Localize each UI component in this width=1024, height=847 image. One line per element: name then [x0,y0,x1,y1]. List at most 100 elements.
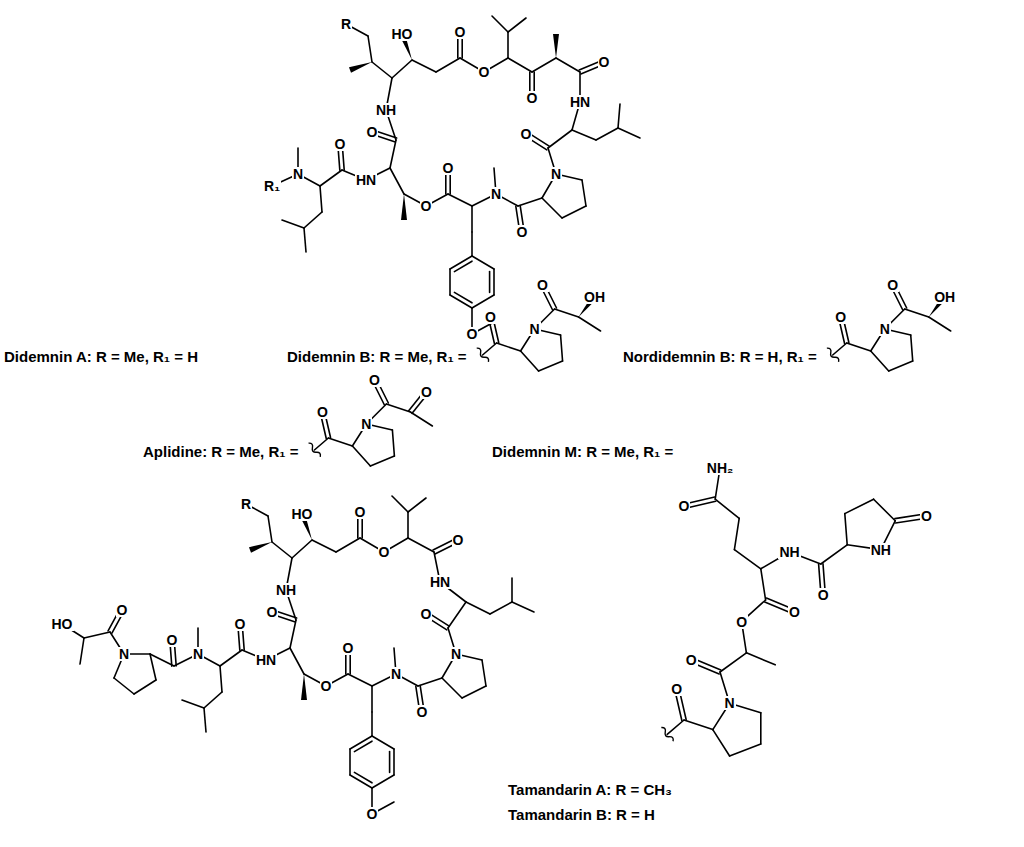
atom-label: R [340,17,352,31]
atom-label: O [368,373,381,387]
atom-label: HO [51,617,74,631]
single-bond [407,512,409,538]
atom-label: O [234,617,247,631]
single-bond [392,60,412,78]
single-bond [304,228,306,252]
atom-label: N [490,187,502,201]
single-bond [386,404,410,412]
atom-label: N [550,167,562,181]
single-bond [511,578,513,602]
wedge-bond [249,542,272,553]
atom-label: O [378,545,391,559]
single-bond [508,58,532,72]
single-bond [336,538,360,552]
atom-label: O [536,278,549,292]
single-bond [466,602,490,614]
atom-label: O [316,405,329,419]
single-bond [349,749,351,775]
single-bond [845,514,847,545]
single-bond [492,16,508,32]
atom-label: O [484,310,497,324]
aromatic-bond [354,772,372,782]
wedge-bond [401,194,407,220]
single-bond [368,36,372,62]
single-bond [911,335,913,361]
single-bond [542,198,562,218]
atom-label: HO [391,27,414,41]
single-bond [418,678,442,686]
single-bond [410,412,432,426]
single-bond [760,713,762,744]
atom-label: O [466,327,479,341]
single-bond [408,538,434,552]
single-bond [436,58,460,72]
atom-label: O [478,65,491,79]
compound-name: Tamandarin A: R = CH₃ [508,781,672,798]
single-bond [150,654,156,680]
single-bond [562,206,586,218]
single-bond [408,498,426,512]
atom-label: HN [255,653,277,667]
atom-label: O [334,137,347,151]
single-bond [462,686,486,698]
single-bond [290,620,296,648]
single-bond [449,269,451,295]
single-bond [448,602,466,628]
single-bond [372,775,394,788]
single-bond [482,660,486,686]
atom-label: O [834,310,847,324]
atom-label: O [670,682,683,696]
single-bond [582,180,586,206]
single-bond [204,708,206,732]
atom-label: R₁ [263,179,281,193]
single-bond [272,542,292,558]
single-bond [390,168,404,194]
single-bond [320,186,322,212]
atom-label: O [886,278,899,292]
single-bond [684,720,713,730]
single-bond [833,343,847,355]
single-bond [442,678,462,698]
single-bond [372,736,394,749]
single-bond [392,430,394,456]
single-bond [392,496,408,512]
atom-label: NH [375,103,397,117]
single-bond [508,18,526,32]
atom-label: O [788,605,801,619]
atom-label: HN [569,95,591,109]
atom-label: O [116,603,129,617]
atom-label: N [529,322,541,336]
atom-label: O [166,633,179,647]
atom-label: O [354,505,367,519]
single-bond [80,638,84,664]
atom-label: O [420,199,433,213]
single-bond [713,730,730,756]
single-bond [390,140,396,168]
single-bond [761,569,766,600]
single-bond [734,518,739,549]
aromatic-bond [454,261,472,271]
atom-label: O [320,679,333,693]
atom-label: N [292,167,304,181]
atom-label: N [724,696,736,710]
single-bond [720,653,746,672]
single-bond [471,206,473,232]
single-bond [497,343,521,351]
single-bond [314,438,328,450]
atom-label: O [420,385,433,399]
atom-label: N [450,647,462,661]
single-bond [371,712,373,736]
atom-label: NH [275,583,297,597]
single-bond [292,540,312,558]
single-bond [370,456,394,466]
atom-label: N [360,417,372,431]
single-bond [667,720,684,734]
atom-label: N [118,647,130,661]
single-bond [555,309,579,317]
aromatic-bond [354,741,372,751]
atom-label: OH [583,290,606,304]
single-bond [114,678,134,694]
single-bond [312,540,336,552]
single-bond [204,692,222,708]
